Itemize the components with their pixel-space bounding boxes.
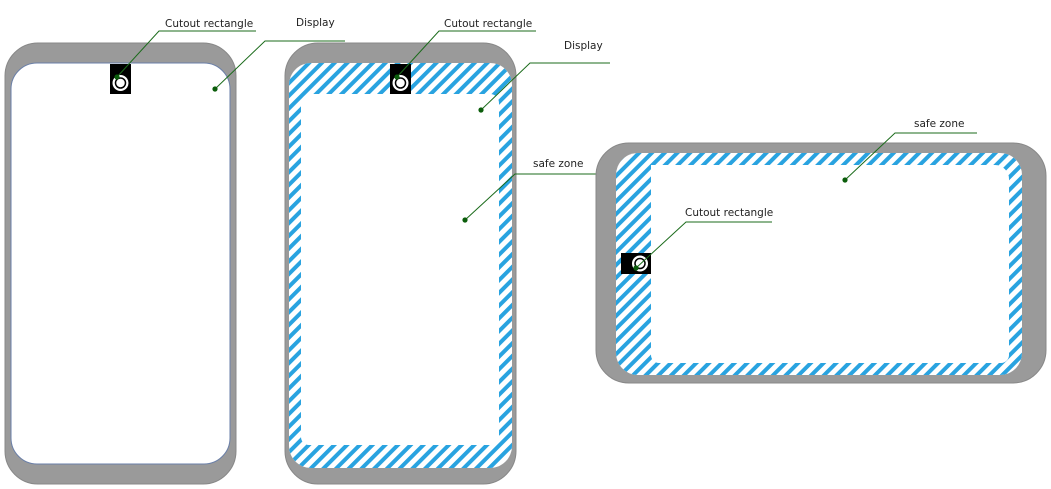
safe-zone-leader: safe zone [462, 158, 597, 223]
cutout-label: Cutout rectangle [165, 18, 253, 30]
safe-zone-label: safe zone [533, 158, 583, 170]
display-area [10, 62, 231, 465]
display-area [289, 63, 512, 468]
safe-zone-leader: safe zone [842, 118, 977, 183]
display-label: Display [564, 40, 603, 52]
display-leader: Display [478, 40, 610, 113]
cutout-leader: Cutout rectangle [633, 207, 773, 271]
display-leader: Display [212, 17, 345, 92]
display-label: Display [296, 17, 335, 29]
phone-portrait-plain: Cutout rectangle Display [4, 17, 345, 485]
safe-zone-label: safe zone [914, 118, 964, 130]
display-area [616, 153, 1022, 375]
cutout-label: Cutout rectangle [685, 207, 773, 219]
cutout-leader: Cutout rectangle [114, 18, 256, 80]
phone-portrait-safe: Cutout rectangle Display safe zone [284, 18, 610, 485]
cutout-label: Cutout rectangle [444, 18, 532, 30]
phone-landscape-safe: safe zone Cutout rectangle [595, 118, 1047, 384]
cutout-leader: Cutout rectangle [394, 18, 536, 80]
